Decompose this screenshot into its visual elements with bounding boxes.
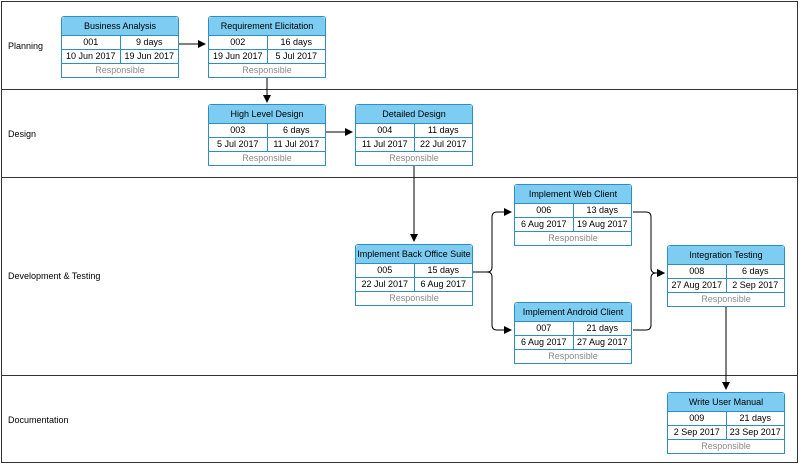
- task-start: 6 Aug 2017: [520, 219, 567, 229]
- task-start: 5 Jul 2017: [216, 139, 259, 149]
- task-id: 007: [536, 323, 552, 333]
- task-name: High Level Design: [209, 105, 325, 124]
- task-start: 27 Aug 2017: [671, 280, 723, 290]
- connector-007-008: [633, 269, 665, 331]
- task-id: 005: [377, 265, 393, 275]
- lane-label: Development & Testing: [8, 271, 101, 281]
- task-end: 11 Jul 2017: [266, 138, 326, 151]
- task-id: 004: [377, 125, 393, 135]
- task-card[interactable]: Implement Android Client 007 21 days 6 Au…: [514, 302, 632, 364]
- task-card[interactable]: Implement Web Client 006 13 days 6 Aug 20…: [514, 184, 632, 246]
- task-end: 27 Aug 2017: [572, 336, 632, 349]
- task-start: 11 Jul 2017: [361, 139, 408, 149]
- task-responsible: Responsible: [548, 351, 598, 361]
- task-end: 5 Jul 2017: [266, 50, 326, 63]
- task-duration: 11 days: [413, 124, 473, 137]
- task-start: 6 Aug 2017: [520, 337, 567, 347]
- task-card[interactable]: Implement Back Office Suite 005 15 days 2…: [355, 244, 473, 306]
- task-duration: 21 days: [572, 322, 632, 335]
- task-responsible: Responsible: [701, 441, 751, 451]
- task-name: Write User Manual: [668, 393, 784, 412]
- connector-005-006: [473, 208, 512, 273]
- task-end: 2 Sep 2017: [725, 279, 785, 292]
- task-start: 22 Jul 2017: [361, 279, 409, 289]
- task-id: 003: [230, 125, 246, 135]
- task-id: 002: [230, 37, 246, 47]
- task-card[interactable]: Detailed Design 004 11 days 11 Jul 2017 22…: [355, 104, 473, 166]
- lane-design: Design: [1, 90, 798, 178]
- task-start: 19 Jun 2017: [212, 51, 263, 61]
- task-name: Implement Web Client: [515, 185, 631, 204]
- lane-label: Documentation: [8, 415, 69, 425]
- task-card[interactable]: Integration Testing 008 6 days 27 Aug 201…: [667, 245, 785, 307]
- connector-005-007: [473, 271, 512, 334]
- task-responsible: Responsible: [548, 233, 598, 243]
- connector-006-008: [633, 211, 665, 277]
- lane-planning: Planning: [1, 1, 798, 90]
- lane-development-testing: Development & Testing: [1, 178, 798, 376]
- task-id: 001: [83, 37, 99, 47]
- task-responsible: Responsible: [701, 294, 751, 304]
- task-duration: 21 days: [725, 412, 785, 425]
- task-start: 10 Jun 2017: [65, 51, 116, 61]
- task-id: 006: [536, 205, 552, 215]
- task-card[interactable]: High Level Design 003 6 days 5 Jul 2017 11…: [208, 104, 326, 166]
- task-responsible: Responsible: [389, 293, 439, 303]
- task-end: 23 Sep 2017: [725, 426, 785, 439]
- task-name: Implement Back Office Suite: [356, 245, 472, 264]
- lane-documentation: Documentation: [1, 376, 798, 463]
- task-name: Requirement Elicitation: [209, 17, 325, 36]
- task-name: Implement Android Client: [515, 303, 631, 322]
- task-duration: 16 days: [266, 36, 326, 49]
- task-duration: 9 days: [119, 36, 179, 49]
- task-responsible: Responsible: [242, 65, 292, 75]
- task-card[interactable]: Requirement Elicitation 002 16 days 19 Ju…: [208, 16, 326, 78]
- lane-label: Design: [8, 129, 37, 139]
- task-responsible: Responsible: [95, 65, 145, 75]
- task-duration: 6 days: [266, 124, 326, 137]
- task-name: Business Analysis: [62, 17, 178, 36]
- task-name: Integration Testing: [668, 246, 784, 265]
- task-duration: 13 days: [572, 204, 632, 217]
- lane-label: Planning: [8, 41, 44, 51]
- task-start: 2 Sep 2017: [673, 427, 720, 437]
- task-id: 008: [689, 266, 705, 276]
- task-end: 19 Aug 2017: [572, 218, 632, 231]
- task-responsible: Responsible: [242, 153, 292, 163]
- task-duration: 15 days: [413, 264, 473, 277]
- task-card[interactable]: Write User Manual 009 21 days 2 Sep 2017 2…: [667, 392, 785, 454]
- task-responsible: Responsible: [389, 153, 439, 163]
- task-duration: 6 days: [725, 265, 785, 278]
- task-end: 22 Jul 2017: [413, 138, 473, 151]
- task-id: 009: [689, 413, 705, 423]
- task-end: 19 Jun 2017: [119, 50, 179, 63]
- task-name: Detailed Design: [356, 105, 472, 124]
- task-end: 6 Aug 2017: [413, 278, 473, 291]
